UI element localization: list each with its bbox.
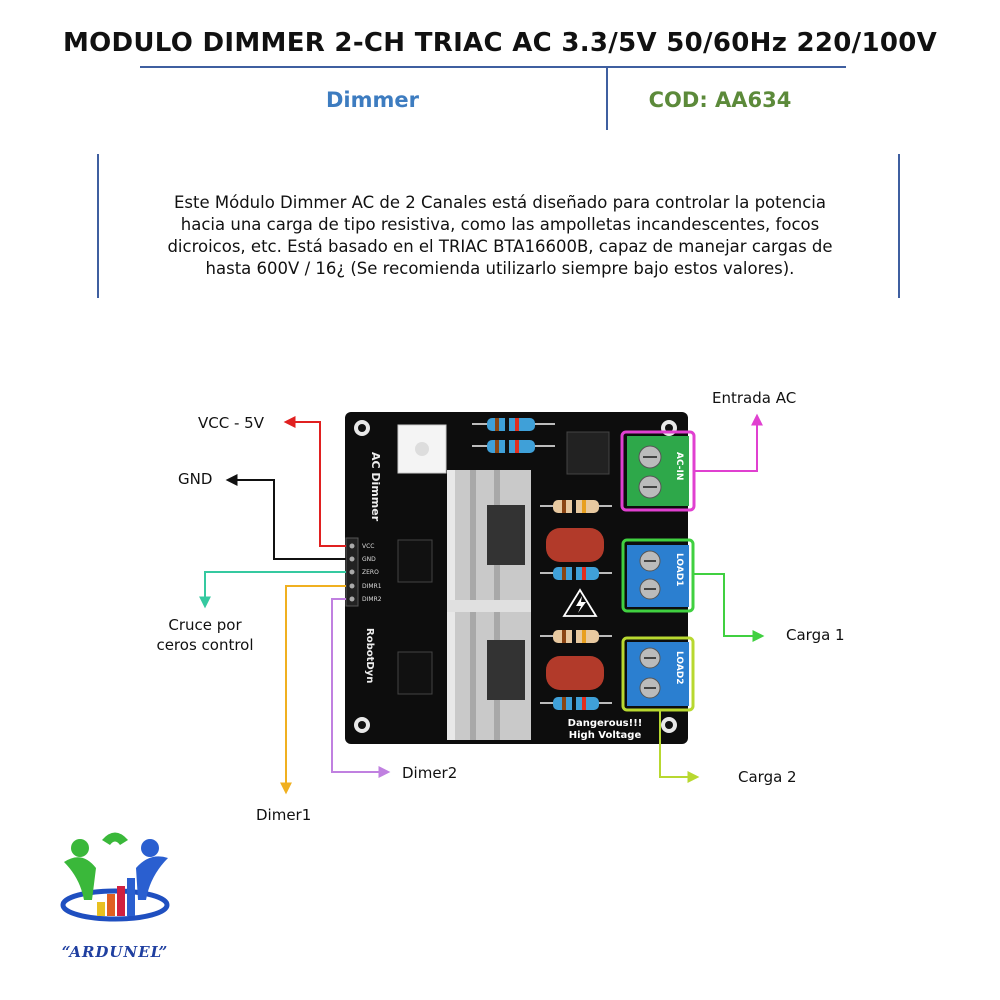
category-label: Dimmer bbox=[326, 88, 419, 112]
description-line: dicroicos, etc. Está basado en el TRIAC … bbox=[167, 237, 833, 256]
dimer1-line bbox=[280, 585, 346, 795]
terminal-label: LOAD2 bbox=[674, 651, 684, 685]
title-rule bbox=[140, 66, 846, 68]
pin-label: GND bbox=[362, 556, 376, 563]
dimer2-label: Dimer2 bbox=[402, 764, 458, 782]
load2-line bbox=[659, 710, 700, 783]
dimer1-label: Dimer1 bbox=[256, 806, 312, 824]
terminal-label: LOAD1 bbox=[674, 553, 684, 587]
pin-label: DIMR2 bbox=[362, 596, 382, 603]
dimmer-board: VCC GND ZERO DIMR1 DIMR2 AC Dimmer Robot… bbox=[345, 412, 688, 744]
board-name: AC Dimmer bbox=[369, 452, 382, 522]
vcc-line bbox=[283, 416, 346, 547]
warning-line-1: Dangerous!!! bbox=[568, 718, 643, 729]
terminal-load2: LOAD2 bbox=[627, 642, 689, 706]
load1-highlight bbox=[621, 538, 695, 613]
description-left-rule bbox=[97, 154, 99, 298]
capacitor bbox=[546, 528, 604, 562]
resistor bbox=[472, 418, 555, 453]
load2-label: Carga 2 bbox=[738, 768, 797, 786]
description: Este Módulo Dimmer AC de 2 Canales está … bbox=[110, 192, 890, 280]
warning-line-2: High Voltage bbox=[569, 730, 642, 741]
capacitor bbox=[546, 656, 604, 690]
zero-cross-label-1: Cruce por bbox=[168, 616, 242, 634]
dimer2-line bbox=[331, 598, 391, 778]
product-code: COD: AA634 bbox=[648, 88, 792, 112]
load1-line bbox=[693, 573, 765, 642]
gnd-line bbox=[225, 474, 346, 560]
description-right-rule bbox=[898, 154, 900, 298]
ac-in-line bbox=[694, 413, 763, 472]
board-brand: RobotDyn bbox=[364, 628, 375, 683]
ardunel-logo: “ARDUNEL” bbox=[60, 832, 170, 961]
pin-label: DIMR1 bbox=[362, 583, 382, 590]
header-divider bbox=[606, 68, 608, 130]
logo-text: “ARDUNEL” bbox=[62, 943, 168, 961]
resistor bbox=[540, 500, 612, 710]
terminal-load1: LOAD1 bbox=[627, 545, 689, 607]
pin-label: ZERO bbox=[362, 569, 379, 576]
load1-label: Carga 1 bbox=[786, 626, 845, 644]
zero-cross-label-2: ceros control bbox=[156, 636, 254, 654]
terminal-ac-in: AC-IN bbox=[627, 436, 689, 506]
vcc-label: VCC - 5V bbox=[198, 414, 264, 432]
load2-highlight bbox=[621, 636, 695, 712]
description-line: Este Módulo Dimmer AC de 2 Canales está … bbox=[173, 193, 827, 212]
page-title: MODULO DIMMER 2-CH TRIAC AC 3.3/5V 50/60… bbox=[62, 28, 938, 58]
zero-cross-line bbox=[199, 571, 346, 609]
description-line: hasta 600V / 16¿ (Se recomienda utilizar… bbox=[205, 259, 795, 278]
gnd-label: GND bbox=[178, 470, 213, 488]
description-line: hacia una carga de tipo resistiva, como … bbox=[180, 215, 820, 234]
heatsink bbox=[447, 470, 531, 740]
terminal-label: AC-IN bbox=[674, 452, 684, 480]
ac-input-label: Entrada AC bbox=[712, 389, 797, 407]
pin-label: VCC bbox=[362, 543, 374, 550]
high-voltage-icon bbox=[562, 588, 598, 617]
